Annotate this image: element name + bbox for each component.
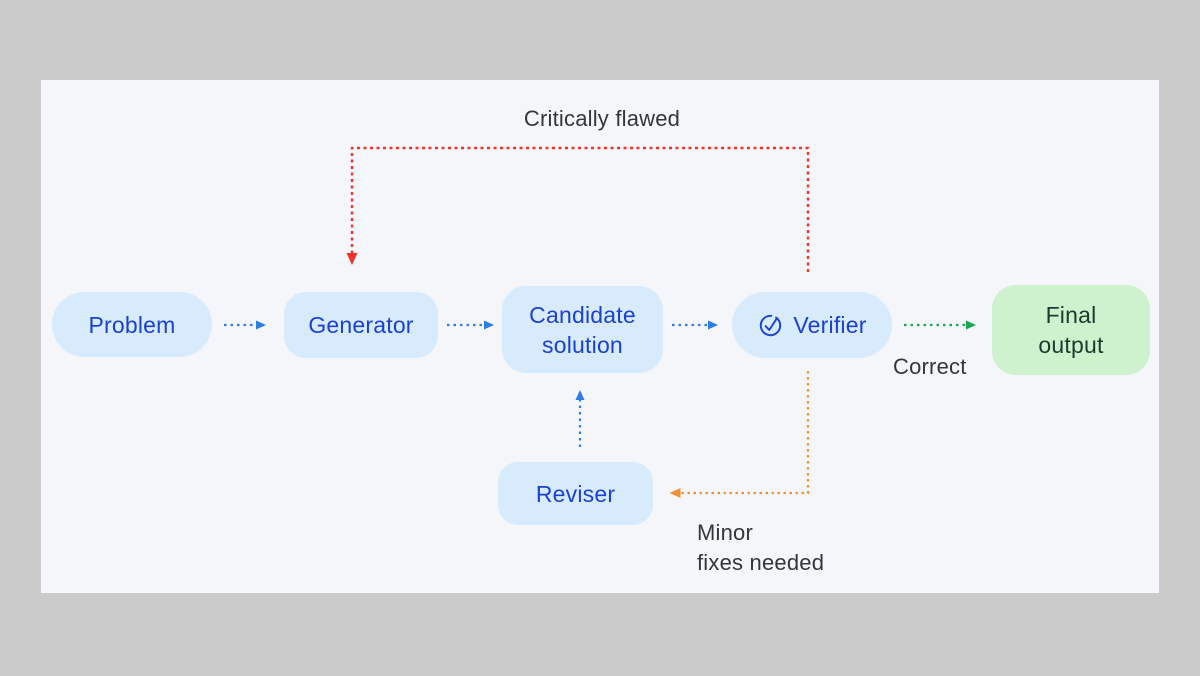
node-final-output-label: Final output xyxy=(1038,302,1104,358)
check-circle-icon xyxy=(760,314,782,336)
edge-label-critically-flawed: Critically flawed xyxy=(523,106,681,131)
node-reviser: Reviser xyxy=(498,462,653,525)
node-candidate-solution-label: Candidate solution xyxy=(529,301,636,358)
node-problem: Problem xyxy=(52,292,212,357)
node-problem-label: Problem xyxy=(88,311,176,338)
node-generator-label: Generator xyxy=(308,312,414,338)
node-generator: Generator xyxy=(284,292,438,358)
edge-label-minor-fixes: Minor fixes needed xyxy=(697,520,825,575)
node-verifier: Verifier xyxy=(732,292,892,358)
edge-label-correct: Correct xyxy=(893,354,967,379)
node-candidate-solution: Candidate solution xyxy=(502,286,663,373)
node-reviser-label: Reviser xyxy=(535,480,616,507)
node-final-output: Final output xyxy=(992,285,1150,375)
node-verifier-label: Verifier xyxy=(793,312,867,338)
